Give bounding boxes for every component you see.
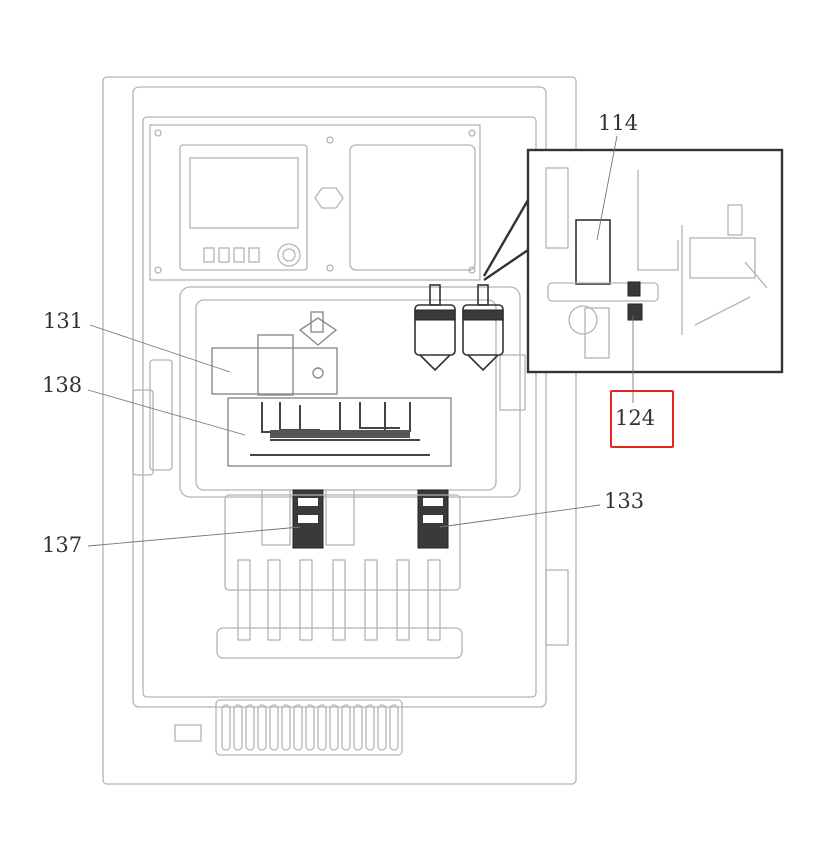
highlight-box — [610, 390, 674, 448]
component-133 — [417, 489, 449, 549]
valve-pair — [414, 284, 504, 372]
callout-138: 138 — [42, 373, 83, 397]
component-114 — [575, 219, 611, 285]
callout-124: 124 — [615, 406, 656, 430]
component-137 — [292, 489, 324, 549]
controller-panel — [149, 124, 481, 281]
display-unit — [179, 144, 308, 271]
detail-inset — [526, 148, 784, 374]
component-138 — [227, 397, 452, 467]
callout-131: 131 — [43, 309, 84, 333]
inset-detail — [545, 167, 768, 359]
cover-panel — [349, 144, 476, 271]
vent-grille — [215, 699, 403, 756]
callout-133: 133 — [604, 489, 645, 513]
hinge-right — [545, 569, 569, 646]
component-131 — [211, 347, 338, 395]
callout-137: 137 — [42, 533, 83, 557]
leader-lines — [87, 135, 634, 547]
cabinet-outline — [102, 76, 577, 785]
hinge-left — [149, 359, 173, 471]
callout-114: 114 — [598, 111, 639, 135]
door-frame — [132, 86, 547, 708]
